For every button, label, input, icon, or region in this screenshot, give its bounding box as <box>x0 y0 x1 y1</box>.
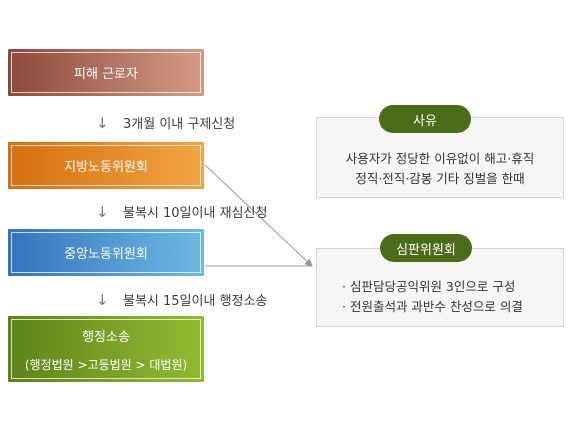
step-arrow-3-label: 불복시 15일이내 행정소송 <box>123 294 268 309</box>
down-arrow-icon: ↓ <box>96 202 109 221</box>
victim-box: 피해 근로자 <box>8 49 204 96</box>
central-committee-label: 중앙노동위원회 <box>64 247 148 262</box>
reason-line-2: 정직·전직·감봉 기타 징벌을 한때 <box>355 171 525 186</box>
step-arrow-1-label: 3개월 이내 구제신청 <box>123 117 236 132</box>
tribunal-line-2: · 전원출석과 과반수 찬성으로 의결 <box>342 299 523 314</box>
step-arrow-1: ↓ 3개월 이내 구제신청 <box>96 113 236 133</box>
reason-line-1: 사용자가 정당한 이유없이 해고·휴직 <box>345 151 535 166</box>
down-arrow-icon: ↓ <box>96 290 109 309</box>
litigation-courts: (행정법원 >고등법원 > 대법원) <box>24 357 188 372</box>
down-arrow-icon: ↓ <box>96 113 109 132</box>
reason-title-badge: 사유 <box>379 105 471 133</box>
local-committee-box: 지방노동위원회 <box>8 142 204 189</box>
tribunal-title-badge: 심판위원회 <box>380 234 472 262</box>
reason-title: 사유 <box>413 113 437 129</box>
tribunal-panel: · 심판담당공익위원 3인으로 구성 · 전원출석과 과반수 찬성으로 의결 <box>316 248 564 327</box>
litigation-label: 행정소송 <box>82 329 130 345</box>
local-committee-label: 지방노동위원회 <box>64 160 148 175</box>
tribunal-line-1: · 심판담당공익위원 3인으로 구성 <box>342 279 516 294</box>
connector-local-to-tribunal <box>204 164 313 267</box>
step-arrow-2-label: 불복시 10일이내 재심신청 <box>123 206 268 221</box>
victim-label: 피해 근로자 <box>74 67 138 82</box>
tribunal-title: 심판위원회 <box>396 242 456 258</box>
litigation-box: 행정소송 (행정법원 >고등법원 > 대법원) <box>8 316 204 382</box>
step-arrow-2: ↓ 불복시 10일이내 재심신청 <box>96 202 268 222</box>
central-committee-box: 중앙노동위원회 <box>8 229 204 276</box>
step-arrow-3: ↓ 불복시 15일이내 행정소송 <box>96 290 268 310</box>
